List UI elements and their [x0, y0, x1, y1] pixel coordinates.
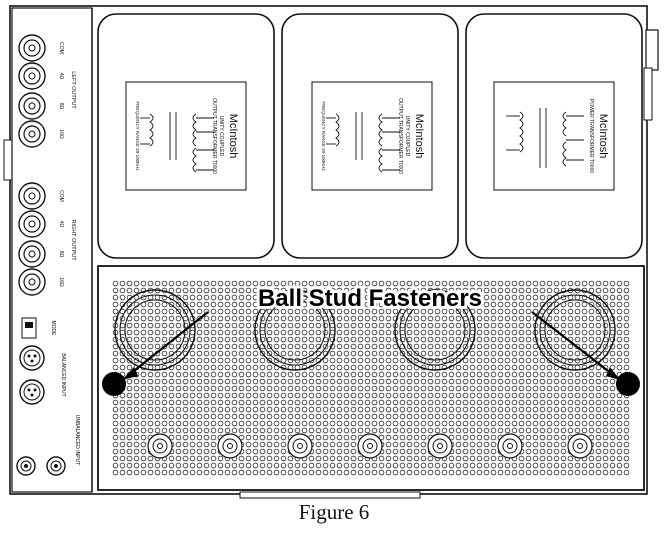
rca-input-jack[interactable]: [46, 456, 66, 476]
transformer-cover: McIntosh UNITY COUPLED OUTPUT TRANSFORME…: [97, 13, 275, 259]
unbalanced-input-label: UNBALANCED INPUT: [74, 415, 80, 466]
tube-cage: Ball Stud Fasteners Ball Stud Fasteners: [97, 265, 645, 491]
tap-label: 16Ω: [58, 277, 64, 287]
callout-arrows: [122, 311, 620, 380]
transformer-cover: McIntosh UNITY COUPLED OUTPUT TRANSFORME…: [281, 13, 459, 259]
tap-label: 4Ω: [58, 221, 64, 228]
ball-stud-fastener-right: [616, 372, 640, 396]
transformer-type: UNITY COUPLED: [404, 116, 410, 157]
binding-post[interactable]: [18, 182, 46, 210]
arrow-left: [129, 311, 209, 375]
bottom-foot: [239, 491, 421, 499]
rca-input-jack[interactable]: [16, 456, 36, 476]
binding-post[interactable]: [18, 268, 46, 296]
right-side-bar: [643, 67, 653, 121]
power-tube: [534, 289, 616, 371]
small-tube: [147, 433, 173, 459]
power-tube: [254, 289, 336, 371]
transformer-label-plate: [125, 81, 247, 191]
tap-label: COM: [58, 42, 64, 54]
callout-label-halo: Ball Stud Fasteners: [258, 285, 482, 312]
transformer-brand: McIntosh: [597, 114, 609, 159]
transformer-type: UNITY COUPLED: [218, 116, 224, 157]
tap-label: COM: [58, 190, 64, 202]
tap-label: 4Ω: [58, 73, 64, 80]
transformer-label-plate: [493, 81, 615, 191]
winding-schematic: [326, 112, 400, 173]
tap-label: 8Ω: [58, 103, 64, 110]
right-output-label: RIGHT OUTPUT: [70, 219, 76, 261]
figure-caption: Figure 6: [298, 500, 370, 524]
small-tube: [497, 433, 523, 459]
left-side-ear: [3, 139, 13, 181]
transformer-type: OUTPUT TRANSFORMER T0000: [397, 98, 403, 174]
power-tube: [394, 289, 476, 371]
left-output-label: LEFT OUTPUT: [70, 71, 76, 109]
xlr-input-connector[interactable]: [19, 379, 45, 405]
transformer-brand: McIntosh: [227, 114, 239, 159]
transformer-cover: McIntosh POWER TRANSFORMER T0000: [465, 13, 643, 259]
arrow-left-head: [122, 367, 138, 380]
rear-panel: LEFT OUTPUT RIGHT OUTPUT COM 4Ω 8Ω 16Ω C…: [11, 7, 93, 493]
small-tube: [427, 433, 453, 459]
power-tube: [114, 289, 196, 371]
winding-schematic: [506, 108, 584, 168]
transformer-footer: FREQUENCY RANGE 20-100KHz: [135, 101, 140, 171]
binding-posts: [18, 34, 46, 296]
transformer-label-plate: [311, 81, 433, 191]
binding-post[interactable]: [18, 92, 46, 120]
callout-label: Ball Stud Fasteners: [258, 285, 482, 312]
transformer-footer: FREQUENCY RANGE 20-100KHz: [321, 101, 326, 171]
mode-label: MODE: [50, 321, 56, 337]
xlr-input-connector[interactable]: [19, 345, 45, 371]
winding-schematic: [140, 112, 214, 173]
right-side-tab: [645, 29, 659, 71]
ball-stud-fastener-left: [102, 372, 126, 396]
transformer-type: OUTPUT TRANSFORMER T0000: [211, 98, 217, 174]
arrow-right-head: [606, 367, 620, 380]
balanced-input-label: BALANCED INPUT: [60, 353, 66, 396]
transformer-brand: McIntosh: [413, 114, 425, 159]
small-tube: [217, 433, 243, 459]
transformer-type: POWER TRANSFORMER T0000: [588, 99, 594, 173]
small-tube: [287, 433, 313, 459]
binding-post[interactable]: [18, 34, 46, 62]
binding-post[interactable]: [18, 210, 46, 238]
small-tube: [567, 433, 593, 459]
binding-post[interactable]: [18, 120, 46, 148]
arrow-right: [531, 311, 613, 375]
small-tube: [357, 433, 383, 459]
tap-label: 16Ω: [58, 129, 64, 139]
binding-post[interactable]: [18, 240, 46, 268]
tap-label: 8Ω: [58, 251, 64, 258]
binding-post[interactable]: [18, 62, 46, 90]
